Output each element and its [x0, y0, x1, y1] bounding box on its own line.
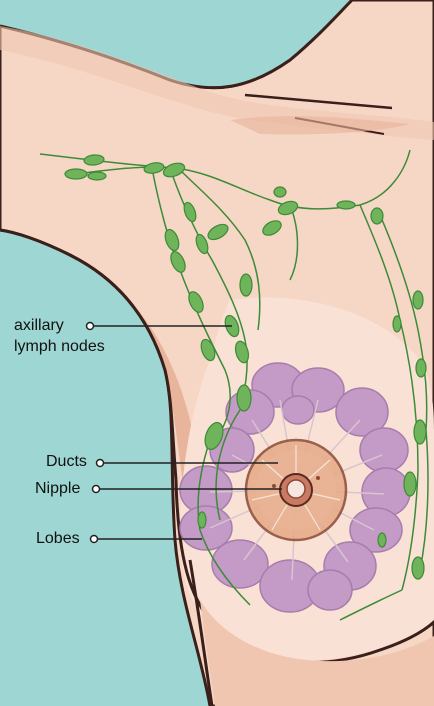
nipple-tip — [287, 480, 305, 498]
lymph-node — [412, 557, 424, 579]
leader-ducts-dot — [97, 460, 104, 467]
lymph-node — [337, 201, 355, 209]
lymph-node — [404, 472, 416, 496]
lymph-node — [65, 169, 87, 179]
label-axillary-lymph-nodes: axillary lymph nodes — [14, 315, 105, 357]
lymph-node — [88, 172, 106, 180]
leader-lobes-dot — [91, 536, 98, 543]
lymph-node — [198, 512, 206, 528]
lymph-node — [414, 420, 426, 444]
lymph-node — [237, 385, 251, 411]
lobe — [308, 570, 352, 610]
label-axillary-line1: axillary — [14, 315, 105, 336]
lymph-node — [240, 274, 252, 296]
label-nipple: Nipple — [35, 478, 80, 499]
lymph-node — [416, 359, 426, 377]
lobe — [282, 396, 314, 424]
lobe — [212, 540, 268, 588]
label-lobes: Lobes — [36, 528, 80, 549]
lymph-node — [371, 208, 383, 224]
lymph-node — [393, 316, 401, 332]
areola-gland — [316, 476, 320, 480]
label-axillary-line2: lymph nodes — [14, 336, 105, 357]
label-ducts: Ducts — [46, 451, 87, 472]
areola-gland — [272, 484, 276, 488]
leader-nipple-dot — [93, 486, 100, 493]
lobe — [360, 428, 408, 472]
lymph-node — [274, 187, 286, 197]
lymph-node — [413, 291, 423, 309]
lymph-node — [378, 533, 386, 547]
